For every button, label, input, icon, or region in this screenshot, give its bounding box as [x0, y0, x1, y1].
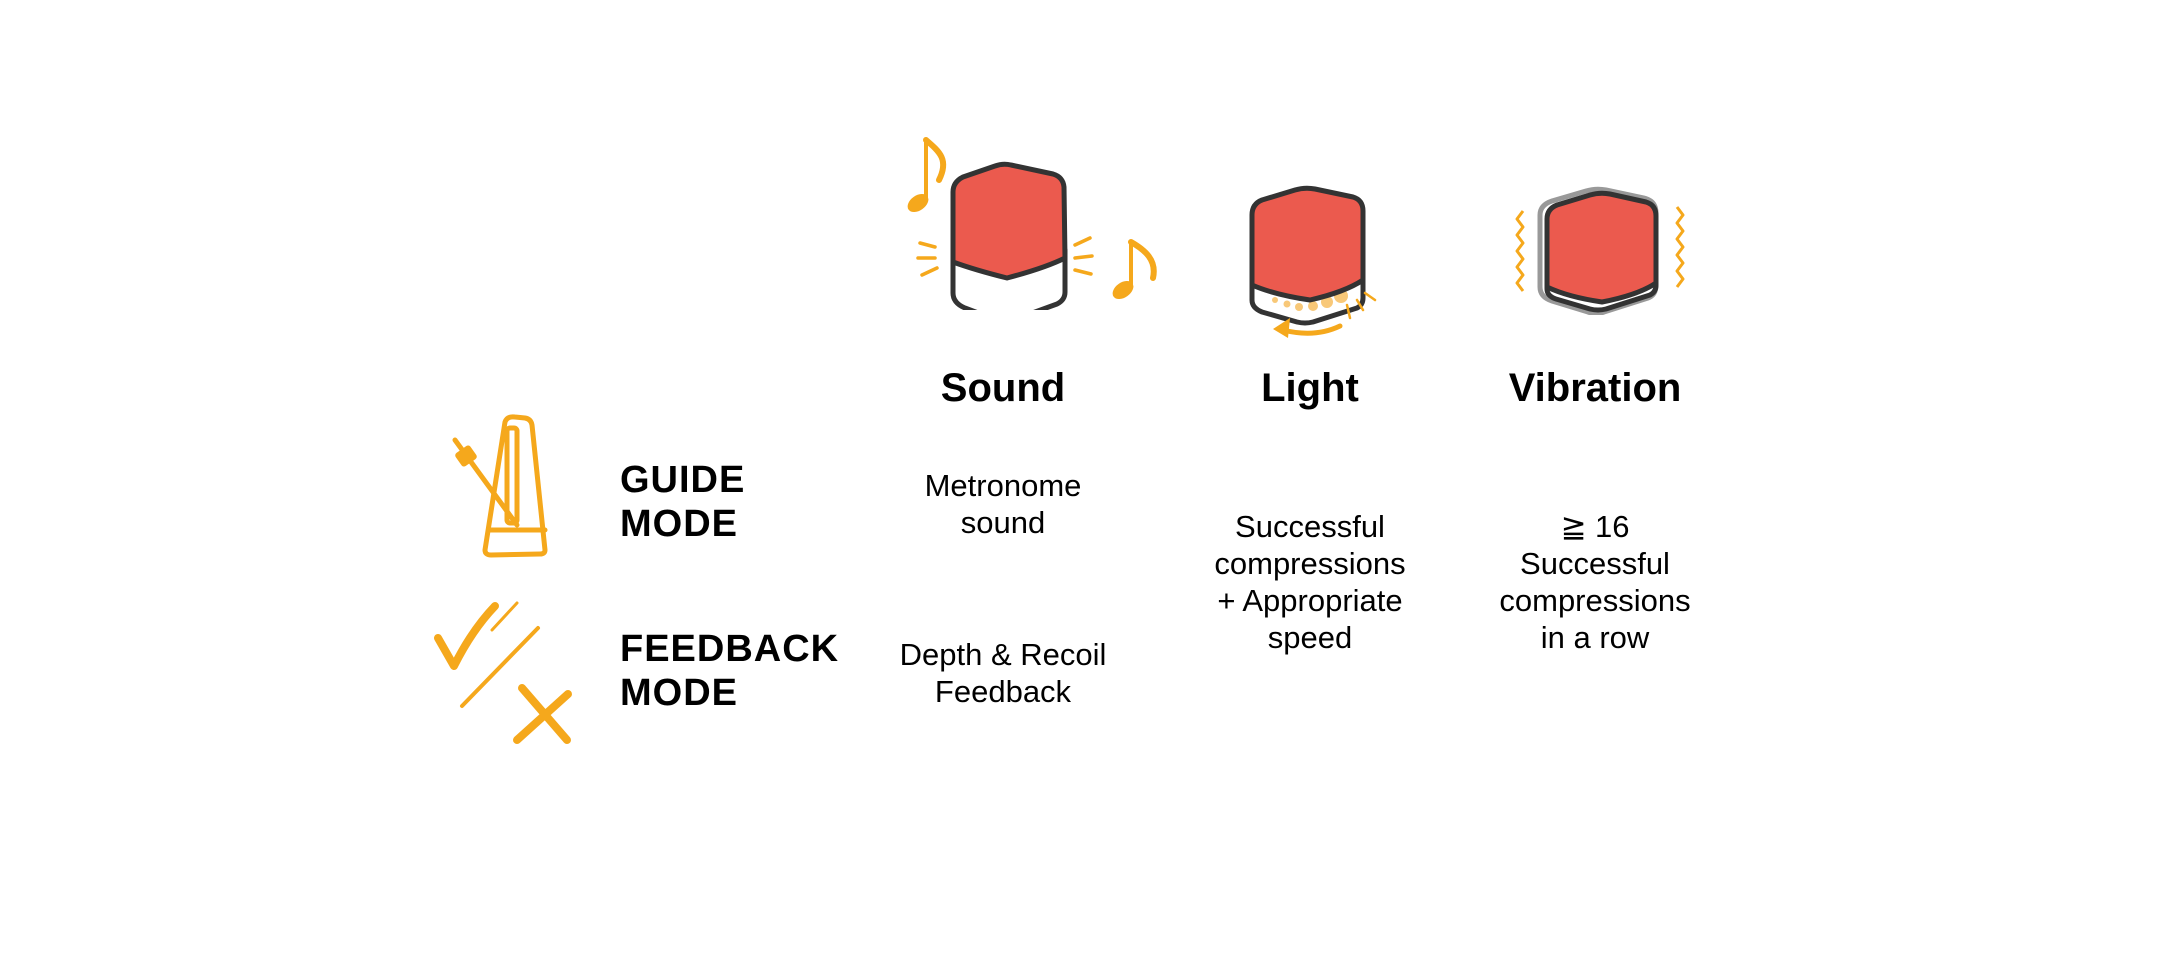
- cell-line: Depth & Recoil: [899, 637, 1107, 672]
- vibration-device-icon: [1515, 186, 1685, 315]
- column-title-sound: Sound: [940, 366, 1066, 410]
- guide-sound-cell: Metronome sound: [853, 467, 1153, 541]
- cell-line: compressions: [1499, 583, 1691, 618]
- cell-line: Successful: [1235, 509, 1385, 544]
- cell-line: compressions: [1214, 546, 1406, 581]
- check-cross-icon: [434, 601, 572, 744]
- cell-line: Successful: [1520, 546, 1670, 581]
- cell-line: Feedback: [934, 674, 1072, 709]
- guide-mode-line2: MODE: [620, 503, 738, 545]
- sound-device-icon: [907, 137, 1157, 310]
- column-title-light: Light: [1261, 366, 1359, 410]
- feedback-mode-label: FEEDBACK MODE: [620, 627, 880, 715]
- cell-line: + Appropriate: [1217, 583, 1403, 618]
- cell-line: ≧ 16: [1560, 509, 1630, 544]
- column-title-vibration: Vibration: [1508, 366, 1682, 410]
- cell-line: sound: [960, 505, 1046, 540]
- metronome-icon: [452, 414, 548, 558]
- feedback-mode-line2: MODE: [620, 672, 738, 714]
- light-device-icon: [1249, 185, 1377, 338]
- feedback-sound-cell: Depth & Recoil Feedback: [853, 636, 1153, 710]
- cell-line: in a row: [1540, 620, 1650, 655]
- guide-mode-line1: GUIDE: [620, 459, 746, 501]
- vibration-cell: ≧ 16 Successful compressions in a row: [1445, 508, 1745, 656]
- guide-mode-label: GUIDE MODE: [620, 458, 880, 546]
- light-cell: Successful compressions + Appropriate sp…: [1160, 508, 1460, 656]
- feedback-mode-line1: FEEDBACK: [620, 628, 840, 670]
- cell-line: Metronome: [924, 468, 1082, 503]
- cell-line: speed: [1267, 620, 1353, 655]
